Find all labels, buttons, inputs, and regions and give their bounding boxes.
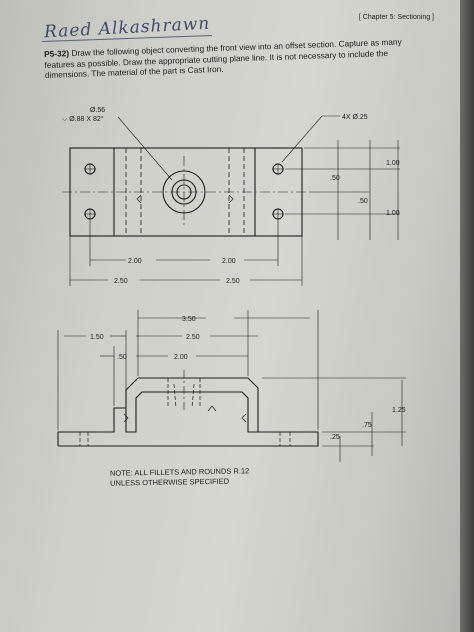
paper-edge-shadow (460, 0, 474, 632)
top-leaders (117, 115, 340, 181)
dim-csink: ⌵ Ø.88 X 82° (62, 115, 104, 123)
dim-2-50-left: 2.50 (114, 278, 128, 285)
csink-circle (162, 170, 206, 214)
front-marks (123, 405, 247, 423)
dim-50-b: .50 (358, 198, 368, 205)
front-dims (57, 310, 406, 462)
dim-1-00-bottom: 1.00 (386, 210, 400, 217)
front-view-inner-step (125, 391, 258, 433)
chapter-header: [ Chapter 5: Sectioning ] (358, 14, 434, 21)
note: NOTE: ALL FILLETS AND ROUNDS R.12 UNLESS… (110, 465, 310, 488)
dim-50-front: .50 (117, 354, 127, 361)
hole-center-marks (84, 163, 284, 220)
dim-2-50-right: 2.50 (226, 278, 240, 285)
dim-1-00-top: 1.00 (386, 160, 400, 167)
dim-50-a: .50 (330, 175, 340, 182)
dim-2-00-left: 2.00 (128, 258, 142, 265)
dim-2-00-right: 2.00 (222, 258, 236, 265)
front-view-outline (57, 377, 319, 447)
dim-2-00-front: 2.00 (174, 354, 188, 361)
dim-2-50-front: 2.50 (186, 334, 200, 341)
dim-cbore-dia: Ø.56 (90, 107, 105, 114)
top-right-dims (285, 140, 400, 240)
top-view (62, 147, 310, 237)
cbore-circle (171, 179, 197, 205)
dim-holes: 4X Ø.25 (342, 114, 368, 121)
front-view (57, 370, 319, 447)
dim-1-50: 1.50 (90, 334, 104, 341)
top-bottom-dims (69, 220, 303, 286)
dim-75: .75 (362, 422, 372, 429)
small-marks (136, 194, 234, 204)
front-hidden (79, 378, 291, 446)
dim-25: .25 (330, 434, 340, 441)
dim-1-25: 1.25 (392, 407, 406, 414)
dim-3-50: 3.50 (182, 316, 196, 323)
thru-hole-circle (176, 184, 192, 200)
